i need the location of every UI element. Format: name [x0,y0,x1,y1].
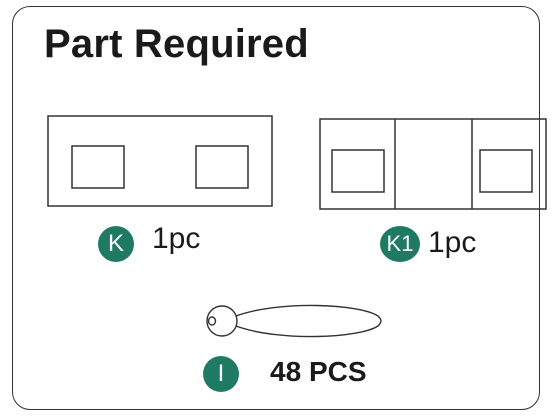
part-letter-badge-k1: K1 [380,226,420,262]
part-quantity-k1: 1pc [428,226,477,259]
part-letter: K1 [386,231,414,256]
parts-frame [12,6,540,410]
part-quantity-i: 48 PCS [270,356,367,388]
part-letter-badge-k: K [98,226,134,262]
part-quantity-unit: PCS [308,356,367,387]
screw-icon [206,304,382,338]
page-title: Part Required [44,22,309,66]
part-quantity-k: 1pc [152,222,201,255]
panel-three-section-icon [319,118,547,210]
part-letter: K [107,230,124,257]
part-letter-badge-i: I [203,356,239,392]
part-letter: I [217,360,225,387]
part-quantity-number: 48 [270,356,302,387]
panel-two-window-icon [47,115,273,207]
